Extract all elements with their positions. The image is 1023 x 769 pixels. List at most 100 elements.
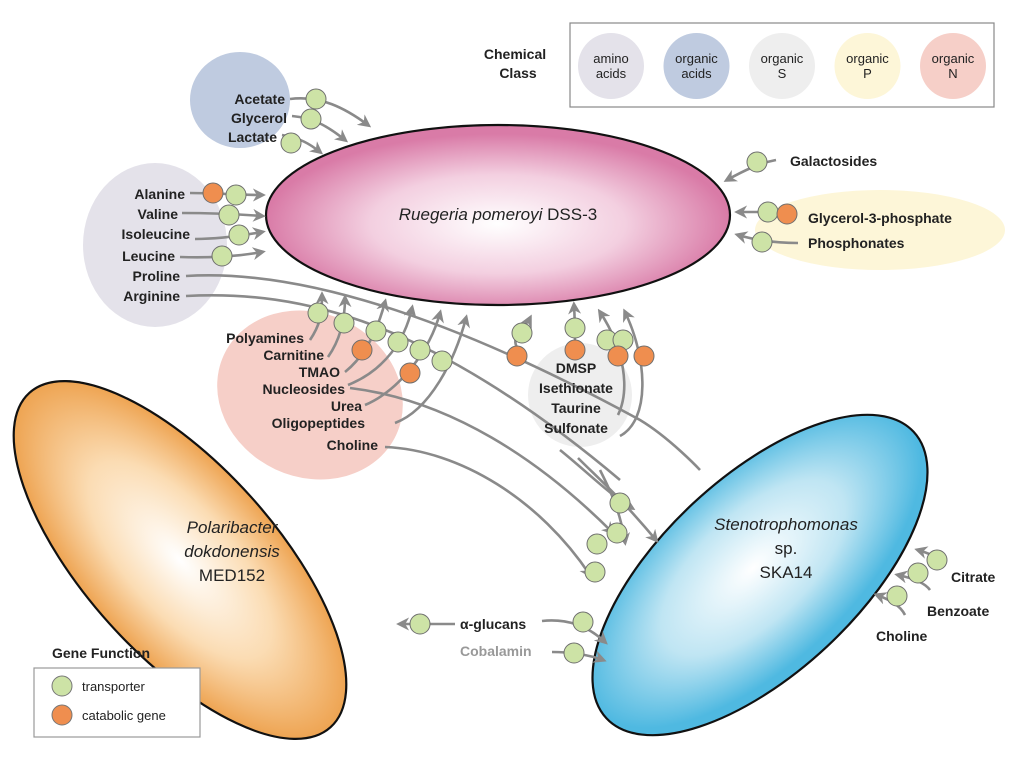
label-polyamines: Polyamines [226, 330, 304, 346]
label-alanine: Alanine [134, 186, 185, 202]
transporter-gene-dot [746, 151, 768, 173]
label-dmsp: DMSP [556, 360, 596, 376]
organic-acids-region [190, 52, 290, 148]
transporter-gene-dot [751, 231, 773, 253]
transporter-gene-dot [409, 613, 431, 635]
stenotrophomonas-cell[interactable] [540, 360, 981, 769]
organic-s-region [528, 343, 632, 447]
label-choline: Choline [327, 437, 379, 453]
transporter-gene-dot [886, 585, 908, 607]
chemical-class-title-2: Class [499, 65, 537, 81]
label-urea: Urea [331, 398, 362, 414]
transporter-legend-icon [51, 675, 73, 697]
transporter-gene-dot [757, 201, 779, 223]
transporter-gene-dot [431, 350, 453, 372]
stenotrophomonas-name: Stenotrophomonas sp. SKA14 [714, 515, 858, 582]
transporter-gene-dot [305, 88, 327, 110]
label-choline-steno: Choline [876, 628, 928, 644]
catabolic-gene-dot [202, 182, 224, 204]
chemical-class-organic-P [834, 33, 901, 99]
steno-right-labels: Citrate Benzoate Choline [876, 569, 996, 644]
svg-text:sp.: sp. [775, 539, 798, 558]
transporter-gene-dot [211, 245, 233, 267]
svg-text:SKA14: SKA14 [760, 563, 813, 582]
chemical-class-label: acids [596, 66, 627, 81]
gene-dots [202, 88, 948, 664]
catabolic-gene-dot [506, 345, 528, 367]
transporter-gene-dot [300, 108, 322, 130]
chemical-class-legend: Chemical Class aminoacidsorganicacidsorg… [484, 22, 995, 108]
transporter-legend-label: transporter [82, 679, 146, 694]
label-galactosides: Galactosides [790, 153, 877, 169]
organic-s-labels: DMSP Isethionate Taurine Sulfonate [539, 360, 613, 436]
svg-text:dokdonensis: dokdonensis [184, 542, 280, 561]
label-alpha-glucans: α-glucans [460, 616, 526, 632]
chemical-class-label: organic [675, 51, 718, 66]
label-nucleosides: Nucleosides [263, 381, 346, 397]
catabolic-gene-dot [351, 339, 373, 361]
chemical-class-label: S [778, 66, 787, 81]
label-valine: Valine [138, 206, 179, 222]
label-oligopeptides: Oligopeptides [272, 415, 366, 431]
chemical-class-label: P [863, 66, 872, 81]
label-acetate: Acetate [234, 91, 285, 107]
label-cobalamin: Cobalamin [460, 643, 532, 659]
transporter-gene-dot [572, 611, 594, 633]
arrow-taurine [597, 308, 626, 416]
label-carnitine: Carnitine [263, 347, 324, 363]
label-tmao: TMAO [299, 364, 340, 380]
transporter-gene-dot [563, 642, 585, 664]
bottom-labels: α-glucans Cobalamin [460, 616, 532, 659]
catabolic-gene-dot [564, 339, 586, 361]
label-glycerol-3-phosphate: Glycerol-3-phosphate [808, 210, 952, 226]
chemical-class-label: organic [932, 51, 975, 66]
label-arginine: Arginine [123, 288, 180, 304]
catabolic-gene-dot [607, 345, 629, 367]
transporter-gene-dot [907, 562, 929, 584]
label-citrate: Citrate [951, 569, 996, 585]
transporter-gene-dot [586, 533, 608, 555]
arrow-nucleosides-to-steno [349, 386, 615, 535]
chemical-class-organic-N [920, 33, 986, 99]
chemical-class-label: organic [846, 51, 889, 66]
svg-text:Polaribacter: Polaribacter [187, 518, 279, 537]
polaribacter-name: Polaribacter dokdonensis MED152 [184, 518, 280, 585]
transporter-gene-dot [584, 561, 606, 583]
label-lactate: Lactate [228, 129, 277, 145]
svg-text:Stenotrophomonas: Stenotrophomonas [714, 515, 858, 534]
transporter-gene-dot [365, 320, 387, 342]
transporter-gene-dot [409, 339, 431, 361]
ruegeria-name: Ruegeria pomeroyi DSS-3 [399, 205, 597, 224]
transporter-gene-dot [564, 317, 586, 339]
chemical-class-label: amino [593, 51, 628, 66]
transporter-gene-dot [228, 224, 250, 246]
transporter-gene-dot [606, 522, 628, 544]
label-isoleucine: Isoleucine [122, 226, 191, 242]
right-labels: Galactosides Glycerol-3-phosphate Phosph… [790, 153, 952, 251]
chemical-class-title-1: Chemical [484, 46, 546, 62]
label-glycerol: Glycerol [231, 110, 287, 126]
amino-acids-labels: Alanine Valine Isoleucine Leucine Prolin… [122, 186, 191, 304]
transporter-gene-dot [511, 322, 533, 344]
chemical-class-label: acids [681, 66, 712, 81]
transporter-gene-dot [333, 312, 355, 334]
ruegeria-cell[interactable] [264, 123, 732, 307]
transporter-gene-dot [387, 331, 409, 353]
catabolic-gene-dot [633, 345, 655, 367]
organic-p-region [755, 190, 1005, 270]
chemical-class-amino-acids [578, 33, 644, 99]
chemical-class-organic-S [749, 33, 815, 99]
arrow-glycerol [291, 114, 349, 143]
svg-text:MED152: MED152 [199, 566, 265, 585]
label-benzoate: Benzoate [927, 603, 989, 619]
polaribacter-cell[interactable] [0, 329, 401, 769]
chemical-class-label: N [948, 66, 957, 81]
transporter-gene-dot [926, 549, 948, 571]
arrow-proline [185, 273, 701, 471]
transporter-gene-dot [280, 132, 302, 154]
organic-n-labels: Polyamines Carnitine TMAO Nucleosides Ur… [226, 330, 378, 453]
label-proline: Proline [133, 268, 181, 284]
chemical-class-organic-acids [663, 33, 730, 99]
arrow-isoleucine [194, 227, 266, 241]
